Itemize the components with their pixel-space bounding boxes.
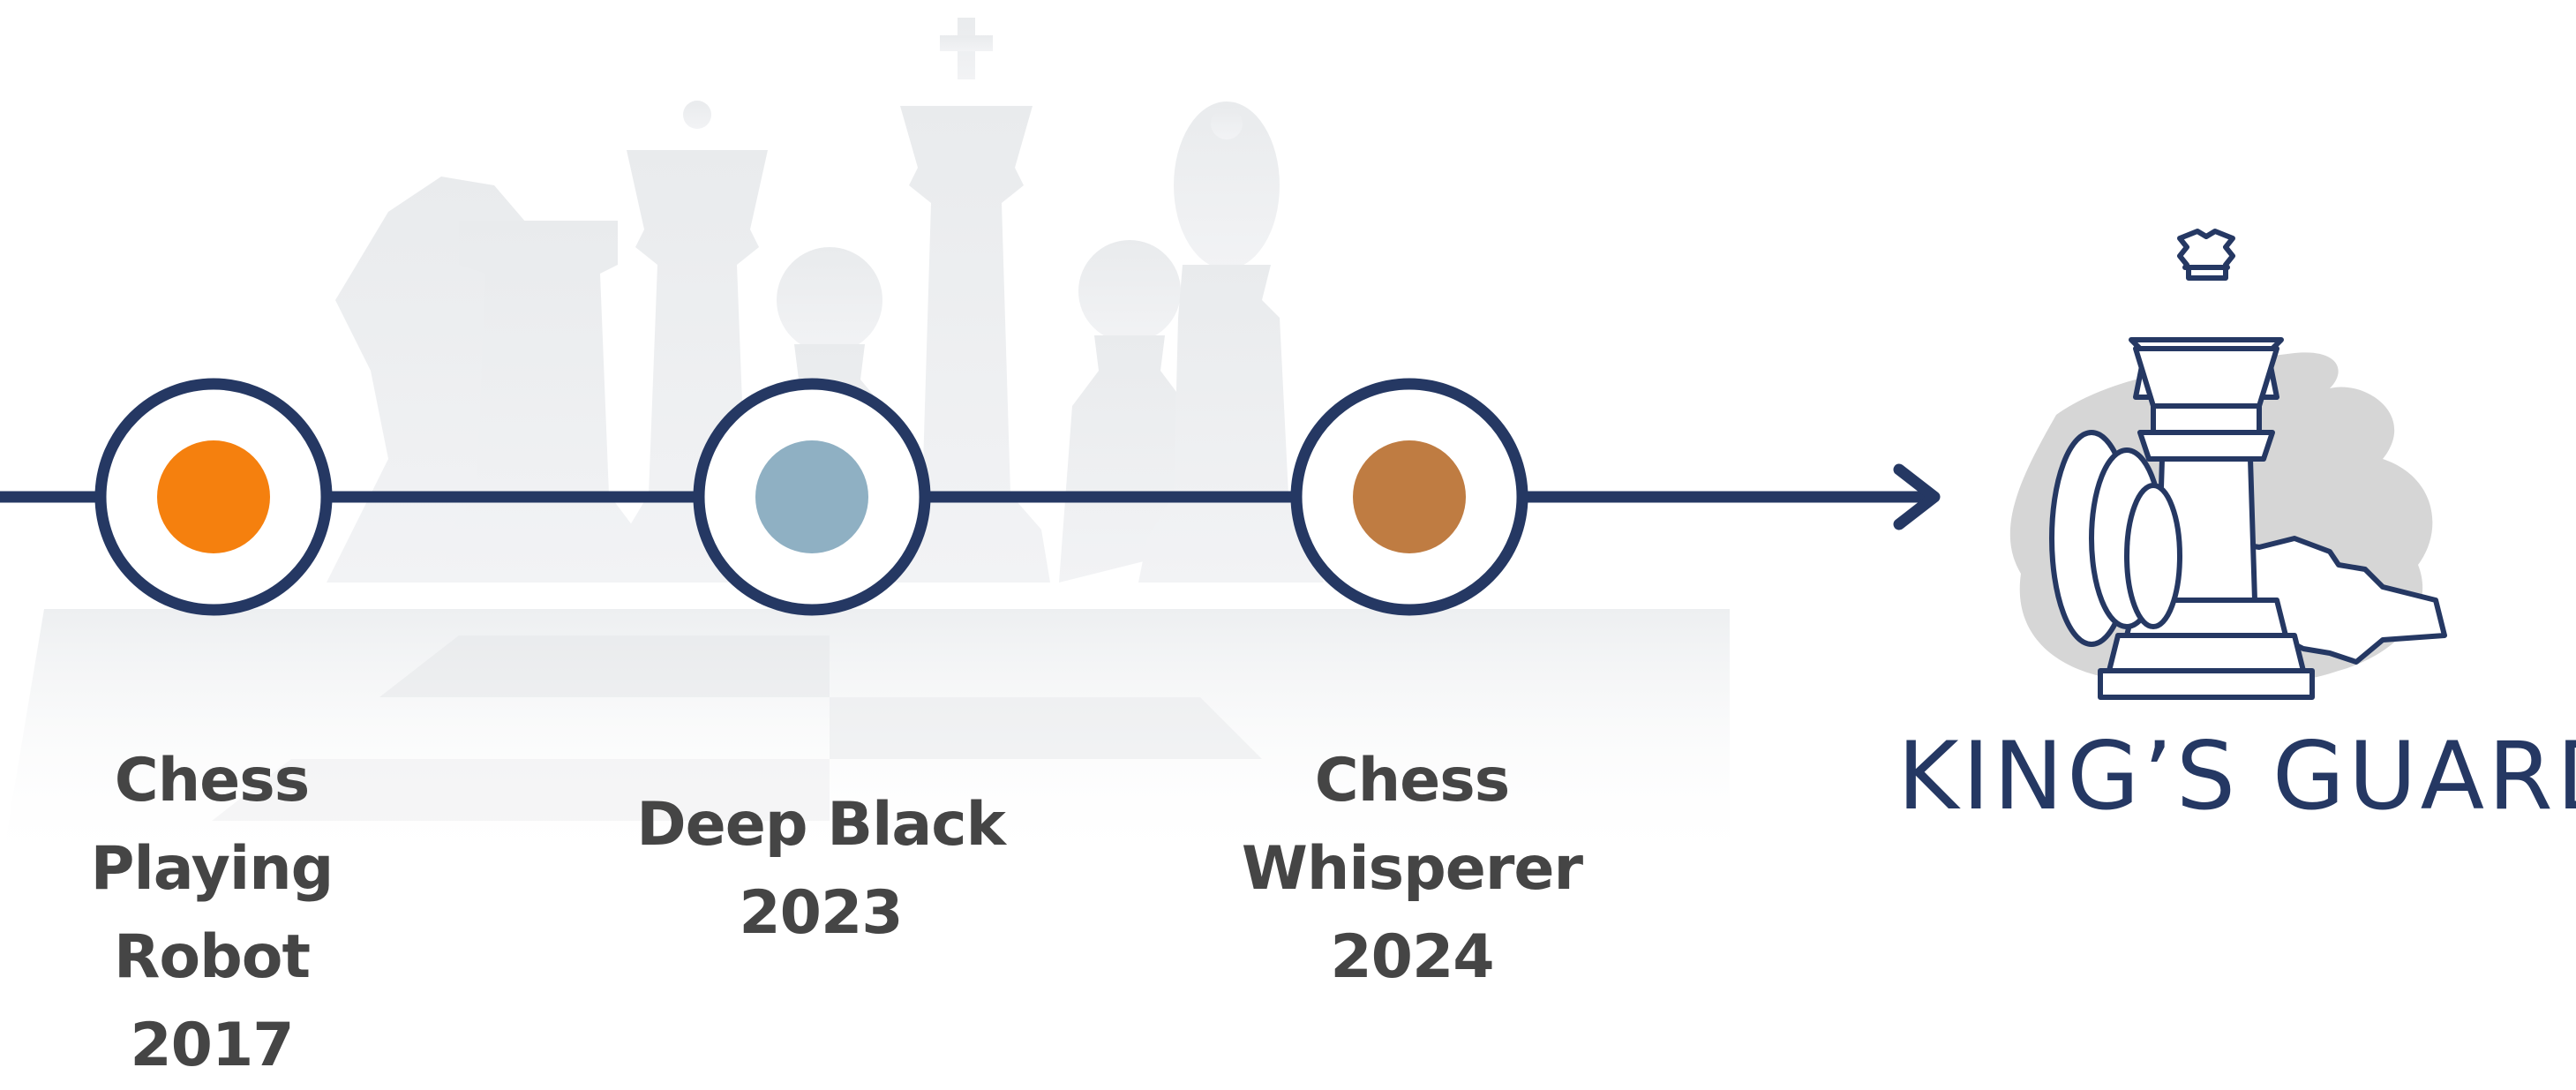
milestone-label-3: Chess Whisperer 2024 (1218, 737, 1606, 1002)
milestone-dot-2024 (1353, 440, 1466, 553)
milestone-marker-2 (699, 384, 925, 610)
milestone-title-line: Chess Playing (26, 737, 397, 913)
milestone-dot-2023 (755, 440, 868, 553)
pawn-piece-2 (1078, 240, 1181, 342)
pawn-piece (777, 247, 882, 353)
milestone-year: 2024 (1218, 913, 1606, 1002)
milestone-title-line: Deep Black (618, 781, 1024, 869)
fallen-king-chess-icon (2010, 231, 2445, 697)
milestone-title-line: Whisperer (1218, 825, 1606, 913)
brand-name: KING’S GUARD (1897, 719, 2568, 834)
milestone-title-line: Chess (1218, 737, 1606, 825)
milestone-label-2: Deep Black 2023 (618, 781, 1024, 958)
milestone-marker-3 (1296, 384, 1522, 610)
milestone-marker-1 (101, 384, 327, 610)
milestone-label-1: Chess Playing Robot 2017 (26, 737, 397, 1090)
milestone-year: 2023 (618, 869, 1024, 958)
milestone-title-line: Robot (26, 913, 397, 1002)
milestone-dot-2017 (157, 440, 270, 553)
milestone-year: 2017 (26, 1002, 397, 1090)
